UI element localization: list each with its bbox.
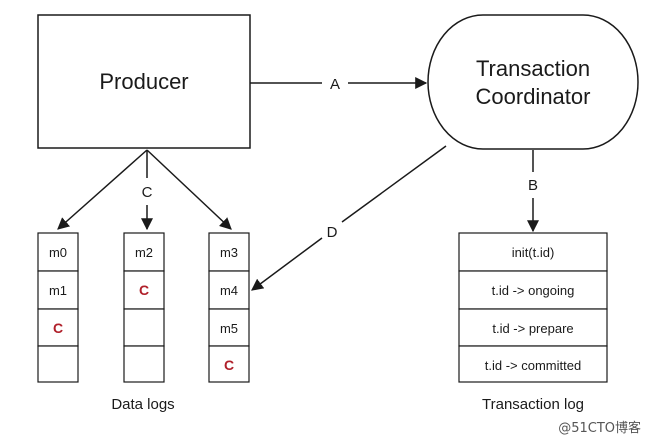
data-log-cell (37, 345, 79, 383)
data-log-cell (123, 345, 165, 383)
coordinator-label-line2: Coordinator (476, 84, 591, 109)
data-log-column-3: m3 m4 m5 C (208, 232, 250, 383)
transaction-log-entry: t.id -> prepare (492, 321, 573, 336)
transaction-coordinator-node: Transaction Coordinator (427, 14, 639, 150)
data-log-column-2: m2 C (123, 232, 165, 383)
transaction-log-entry: init(t.id) (512, 245, 555, 260)
data-log-cell-text: m4 (220, 283, 238, 298)
data-log-cell (208, 345, 250, 383)
producer-node: Producer (37, 14, 251, 149)
transaction-log-row (458, 270, 608, 310)
transaction-log-row (458, 308, 608, 347)
data-log-cell (123, 308, 165, 347)
commit-marker: C (139, 282, 149, 298)
data-log-cell-text: m3 (220, 245, 238, 260)
edge-b: B (527, 150, 539, 233)
data-log-cell (208, 270, 250, 310)
edge-c-label: C (142, 184, 153, 201)
data-log-column-1: m0 m1 C (37, 232, 79, 383)
data-log-cell-text: m1 (49, 283, 67, 298)
transaction-log-row (458, 232, 608, 272)
transaction-log-entry: t.id -> ongoing (492, 283, 575, 298)
edge-a: A (250, 76, 428, 93)
data-log-cell-text: m2 (135, 245, 153, 260)
transaction-log-row (458, 345, 608, 383)
transaction-log-table: init(t.id) t.id -> ongoing t.id -> prepa… (458, 232, 608, 383)
transaction-log-caption: Transaction log (482, 396, 584, 413)
data-log-cell (37, 270, 79, 310)
commit-marker: C (224, 357, 234, 373)
data-log-cell (123, 232, 165, 272)
data-log-cell-text: m5 (220, 321, 238, 336)
edge-a-label: A (330, 76, 340, 93)
edge-b-label: B (528, 177, 538, 194)
watermark: @51CTO博客 (558, 420, 641, 436)
transaction-log-entry: t.id -> committed (485, 358, 581, 373)
data-logs-caption: Data logs (111, 396, 174, 413)
edge-d-label: D (327, 224, 338, 241)
data-log-cell (208, 232, 250, 272)
coordinator-label-line1: Transaction (476, 56, 590, 81)
edge-c: C (57, 149, 232, 231)
data-log-cell (123, 270, 165, 310)
commit-marker: C (53, 320, 63, 336)
data-log-cell-text: m0 (49, 245, 67, 260)
data-log-cell (37, 232, 79, 272)
edge-d: D (251, 145, 447, 291)
producer-label: Producer (99, 69, 188, 94)
